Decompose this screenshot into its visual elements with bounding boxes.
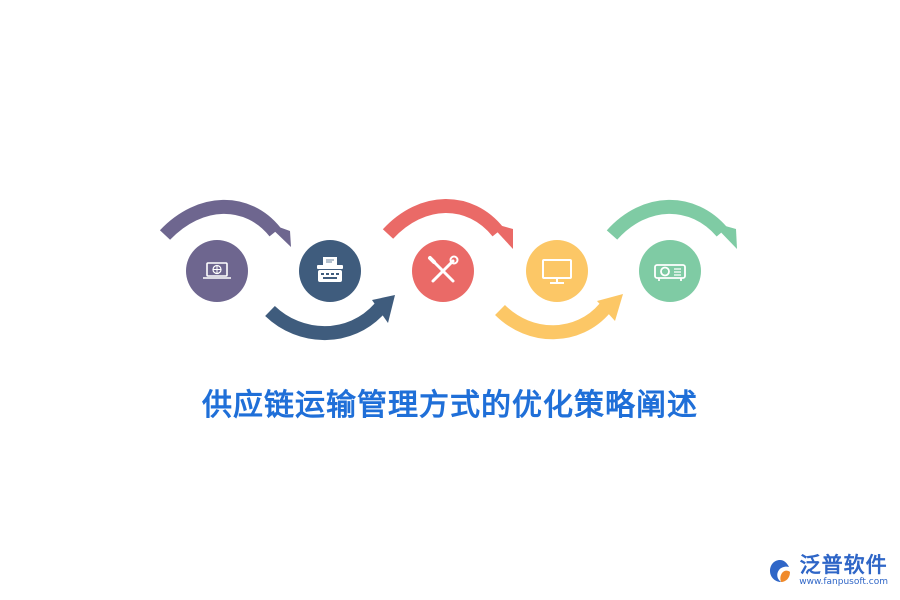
- arrow-head-1: [265, 222, 291, 247]
- brand-url: www.fanpusoft.com: [799, 577, 888, 587]
- step-1: [186, 240, 248, 302]
- arrow-head-3: [488, 222, 513, 249]
- step-5-circle: [639, 240, 701, 302]
- step-2: [299, 240, 361, 302]
- arrow-head-4: [597, 294, 623, 321]
- step-4-circle: [526, 240, 588, 302]
- arrow-3: [382, 199, 504, 239]
- brand-mark-icon: [770, 559, 791, 582]
- brand-name: 泛普软件: [799, 553, 888, 577]
- page-title: 供应链运输管理方式的优化策略阐述: [202, 388, 698, 423]
- step-3: [412, 240, 474, 302]
- brand-logo: 泛普软件 www.fanpusoft.com: [767, 553, 888, 588]
- monitor-icon: [542, 259, 572, 284]
- arrow-5: [606, 199, 728, 240]
- arrow-head-2: [372, 295, 395, 323]
- arrow-1: [159, 199, 281, 240]
- arrow-head-5: [711, 222, 737, 249]
- typewriter-icon: [317, 257, 343, 282]
- step-5: [639, 240, 701, 302]
- arrow-4: [495, 303, 611, 340]
- laptop-globe-icon: [203, 262, 231, 279]
- arrow-2: [265, 303, 386, 341]
- tools-icon: [428, 255, 459, 283]
- projector-icon: [654, 264, 686, 281]
- step-4: [526, 240, 588, 302]
